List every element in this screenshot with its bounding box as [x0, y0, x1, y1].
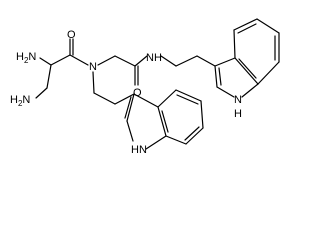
- bond-carbonyl-to-n: [69, 54, 89, 66]
- indole-bottom-c7a-inner: [161, 110, 169, 133]
- bond-carbonyl2-to-nh: [134, 55, 148, 67]
- nh2-top-label: H2N: [16, 51, 36, 65]
- bond-nh2-to-alpha: [39, 57, 52, 66]
- bond-n-to-ch2-down: [92, 71, 95, 94]
- indole-bottom-c3-c2-inner: [124, 96, 132, 119]
- indole-right-c3a-c7a: [234, 57, 259, 85]
- nh2-bottom-label: H2N: [10, 94, 30, 108]
- atom-labels: H2N H2N O N O NH N H HN: [10, 29, 242, 156]
- indole-bottom-c3-c2: [126, 93, 135, 122]
- bond-n-to-ch2: [97, 55, 116, 66]
- amide-nh-label: NH: [146, 52, 162, 64]
- indole-right-c3-c3a: [214, 57, 236, 67]
- indole-bottom-c5-c6: [200, 100, 204, 129]
- bond-alpha-to-ch2: [46, 64, 52, 89]
- indole-bottom-c2-n1: [126, 120, 134, 142]
- bond-ch2-to-ch2-right: [175, 55, 198, 67]
- indole-right-c5-c6: [256, 18, 280, 34]
- bond-ch2-to-ch2-down: [93, 92, 116, 105]
- bond-ch2-to-indole-right: [196, 55, 216, 67]
- indole-right-c4-c5-inner: [237, 23, 257, 34]
- bond-nh-to-ch2: [160, 55, 177, 67]
- bonds: [35, 18, 280, 150]
- indole-bottom-c4-c5: [175, 89, 202, 102]
- indole-bottom-c6-c7-inner: [184, 126, 200, 141]
- bond-ch2-to-indole-bottom: [114, 93, 135, 105]
- bond-ch2-to-nh2: [35, 87, 48, 99]
- indole-bottom-nh-label: HN: [131, 144, 147, 156]
- indole-bottom-c6-c7: [185, 127, 204, 145]
- indole-bottom-c3a-c4: [157, 89, 177, 108]
- indole-right-c2-n1: [216, 86, 235, 98]
- nitrogen-tertiary-label: N: [89, 61, 97, 73]
- indole-right-n1-c7a: [241, 83, 259, 98]
- structure-diagram: H2N H2N O N O NH N H HN: [10, 18, 280, 156]
- bond-ch2-to-carbonyl2: [114, 55, 136, 67]
- indole-bottom-n1-c7a: [145, 135, 167, 150]
- bond-alpha-to-carbonyl: [50, 54, 71, 66]
- indole-right-c3a-c4: [233, 29, 236, 59]
- indole-right-c7-c7a: [257, 61, 280, 85]
- indole-bottom-c7-c7a: [165, 135, 187, 145]
- indole-right-h-label: H: [234, 108, 242, 120]
- oxygen-label-1: O: [67, 29, 76, 41]
- indole-right-c3-c2: [214, 65, 218, 88]
- oxygen-label-2: O: [133, 87, 142, 99]
- indole-bottom-c4-c5-inner: [176, 94, 199, 105]
- indole-right-c4-c5: [233, 18, 258, 31]
- indole-bottom-c3a-c7a: [157, 106, 167, 137]
- indole-right-n-label: N: [234, 94, 242, 106]
- indole-bottom-c3-c3a: [133, 93, 159, 108]
- indole-right-c7a-inner: [238, 58, 257, 79]
- indole-right-c3-c2-inner: [218, 67, 222, 86]
